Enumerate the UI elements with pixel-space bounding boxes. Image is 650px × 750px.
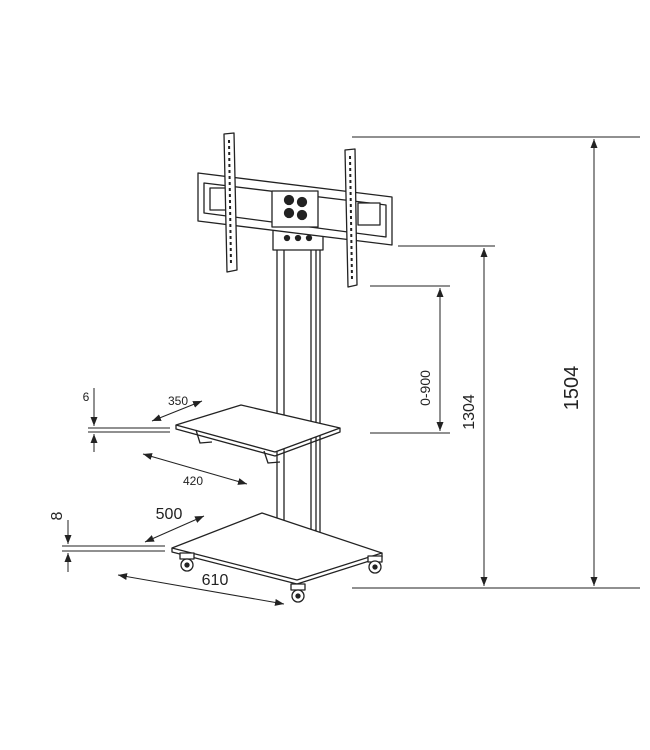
label-mount-height: 1304: [461, 394, 478, 430]
caster-wheel-front: [290, 583, 306, 603]
mounting-bracket: [197, 172, 393, 246]
label-shelf-range: 0-900: [417, 370, 433, 406]
dimension-lines: [62, 136, 640, 606]
dimension-labels: 1504 1304 0-900 6 350 420 8 500 610: [49, 366, 583, 589]
label-shelf-depth: 350: [168, 394, 188, 408]
label-base-thickness: 8: [49, 511, 66, 520]
caster-wheel-right: [367, 555, 383, 574]
tv-stand-drawing: [171, 132, 393, 603]
label-base-depth: 500: [156, 506, 183, 523]
glass-shelf: [175, 404, 341, 464]
caster-wheel-front-left: [179, 552, 195, 572]
label-base-width: 610: [202, 572, 229, 589]
right-vesa-arm: [344, 148, 358, 288]
label-shelf-width: 420: [183, 474, 203, 488]
left-vesa-arm: [223, 132, 238, 273]
label-shelf-thickness: 6: [83, 390, 90, 404]
label-total-height: 1504: [561, 366, 583, 411]
stand-column: [276, 235, 321, 541]
